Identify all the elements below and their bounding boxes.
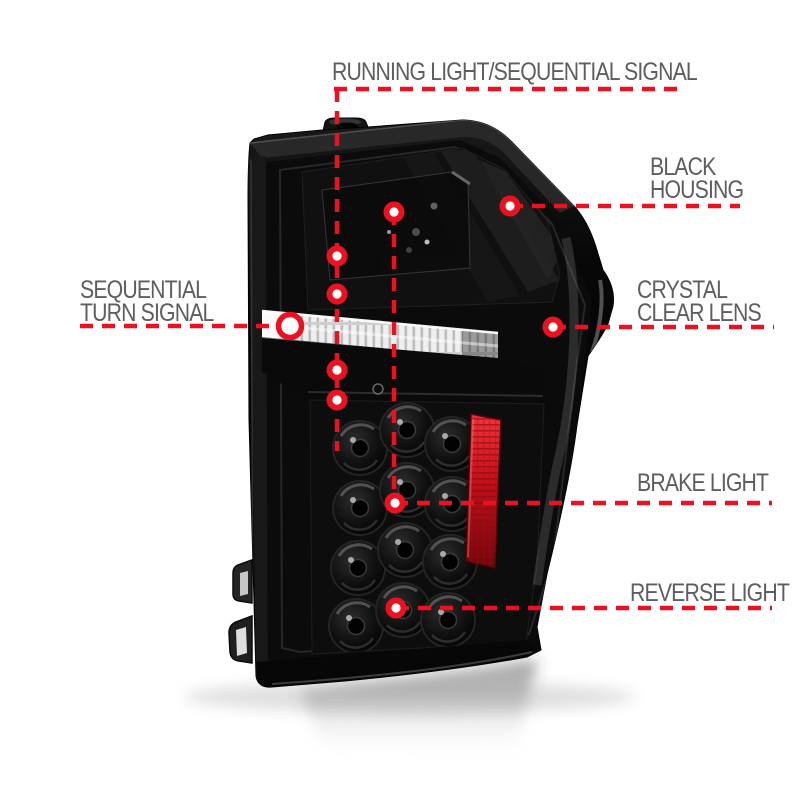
callout-label-sequential-turn: SEQUENTIAL TURN SIGNAL	[80, 276, 214, 327]
marker-dot-running-1	[326, 245, 348, 267]
floor-reflection	[185, 660, 635, 760]
brake-light-text: BRAKE LIGHT	[637, 469, 769, 497]
gloss-streak	[532, 236, 579, 586]
marker-dot-running-4	[326, 389, 348, 411]
sequential-turn-text-2: TURN SIGNAL	[80, 299, 214, 327]
housing-interior	[248, 120, 604, 687]
reverse-light-text: REVERSE LIGHT	[630, 579, 790, 607]
callout-markers	[275, 195, 564, 619]
mid-bezel-band	[262, 338, 545, 402]
mounting-bracket-tabs	[228, 558, 253, 664]
marker-dot-running-3	[326, 359, 348, 381]
marker-ring-sequential-turn	[275, 311, 305, 341]
callout-label-black-housing: BLACK HOUSING	[650, 153, 744, 204]
red-reflector	[465, 413, 502, 569]
callout-label-brake-light: BRAKE LIGHT	[637, 469, 769, 497]
sequential-turn-text-1: SEQUENTIAL	[80, 276, 207, 304]
screw-detail	[372, 383, 384, 395]
marker-dot-crystal-lens	[542, 316, 564, 338]
black-housing-text-2: HOUSING	[650, 176, 744, 204]
bottom-lip	[256, 640, 538, 687]
callout-label-reverse-light: REVERSE LIGHT	[630, 579, 790, 607]
running-signal-text: RUNNING LIGHT/SEQUENTIAL SIGNAL	[332, 58, 698, 86]
callout-label-crystal-lens: CRYSTAL CLEAR LENS	[637, 276, 762, 327]
callout-lines	[80, 86, 774, 611]
running-light-bar	[261, 309, 499, 361]
crystal-lens-text-2: CLEAR LENS	[637, 299, 762, 327]
marker-dot-reverse	[385, 597, 407, 619]
black-housing-text-1: BLACK	[650, 153, 716, 181]
upper-lens-window	[301, 147, 561, 311]
brake-led-cluster	[309, 399, 545, 655]
marker-dot-brake-lower	[384, 492, 406, 514]
marker-dot-black-housing	[499, 195, 521, 217]
crystal-lens-text-1: CRYSTAL	[637, 276, 728, 304]
marker-dot-running-2	[326, 283, 348, 305]
marker-dot-brake-upper	[383, 201, 405, 223]
callout-label-running-signal: RUNNING LIGHT/SEQUENTIAL SIGNAL	[332, 58, 698, 86]
